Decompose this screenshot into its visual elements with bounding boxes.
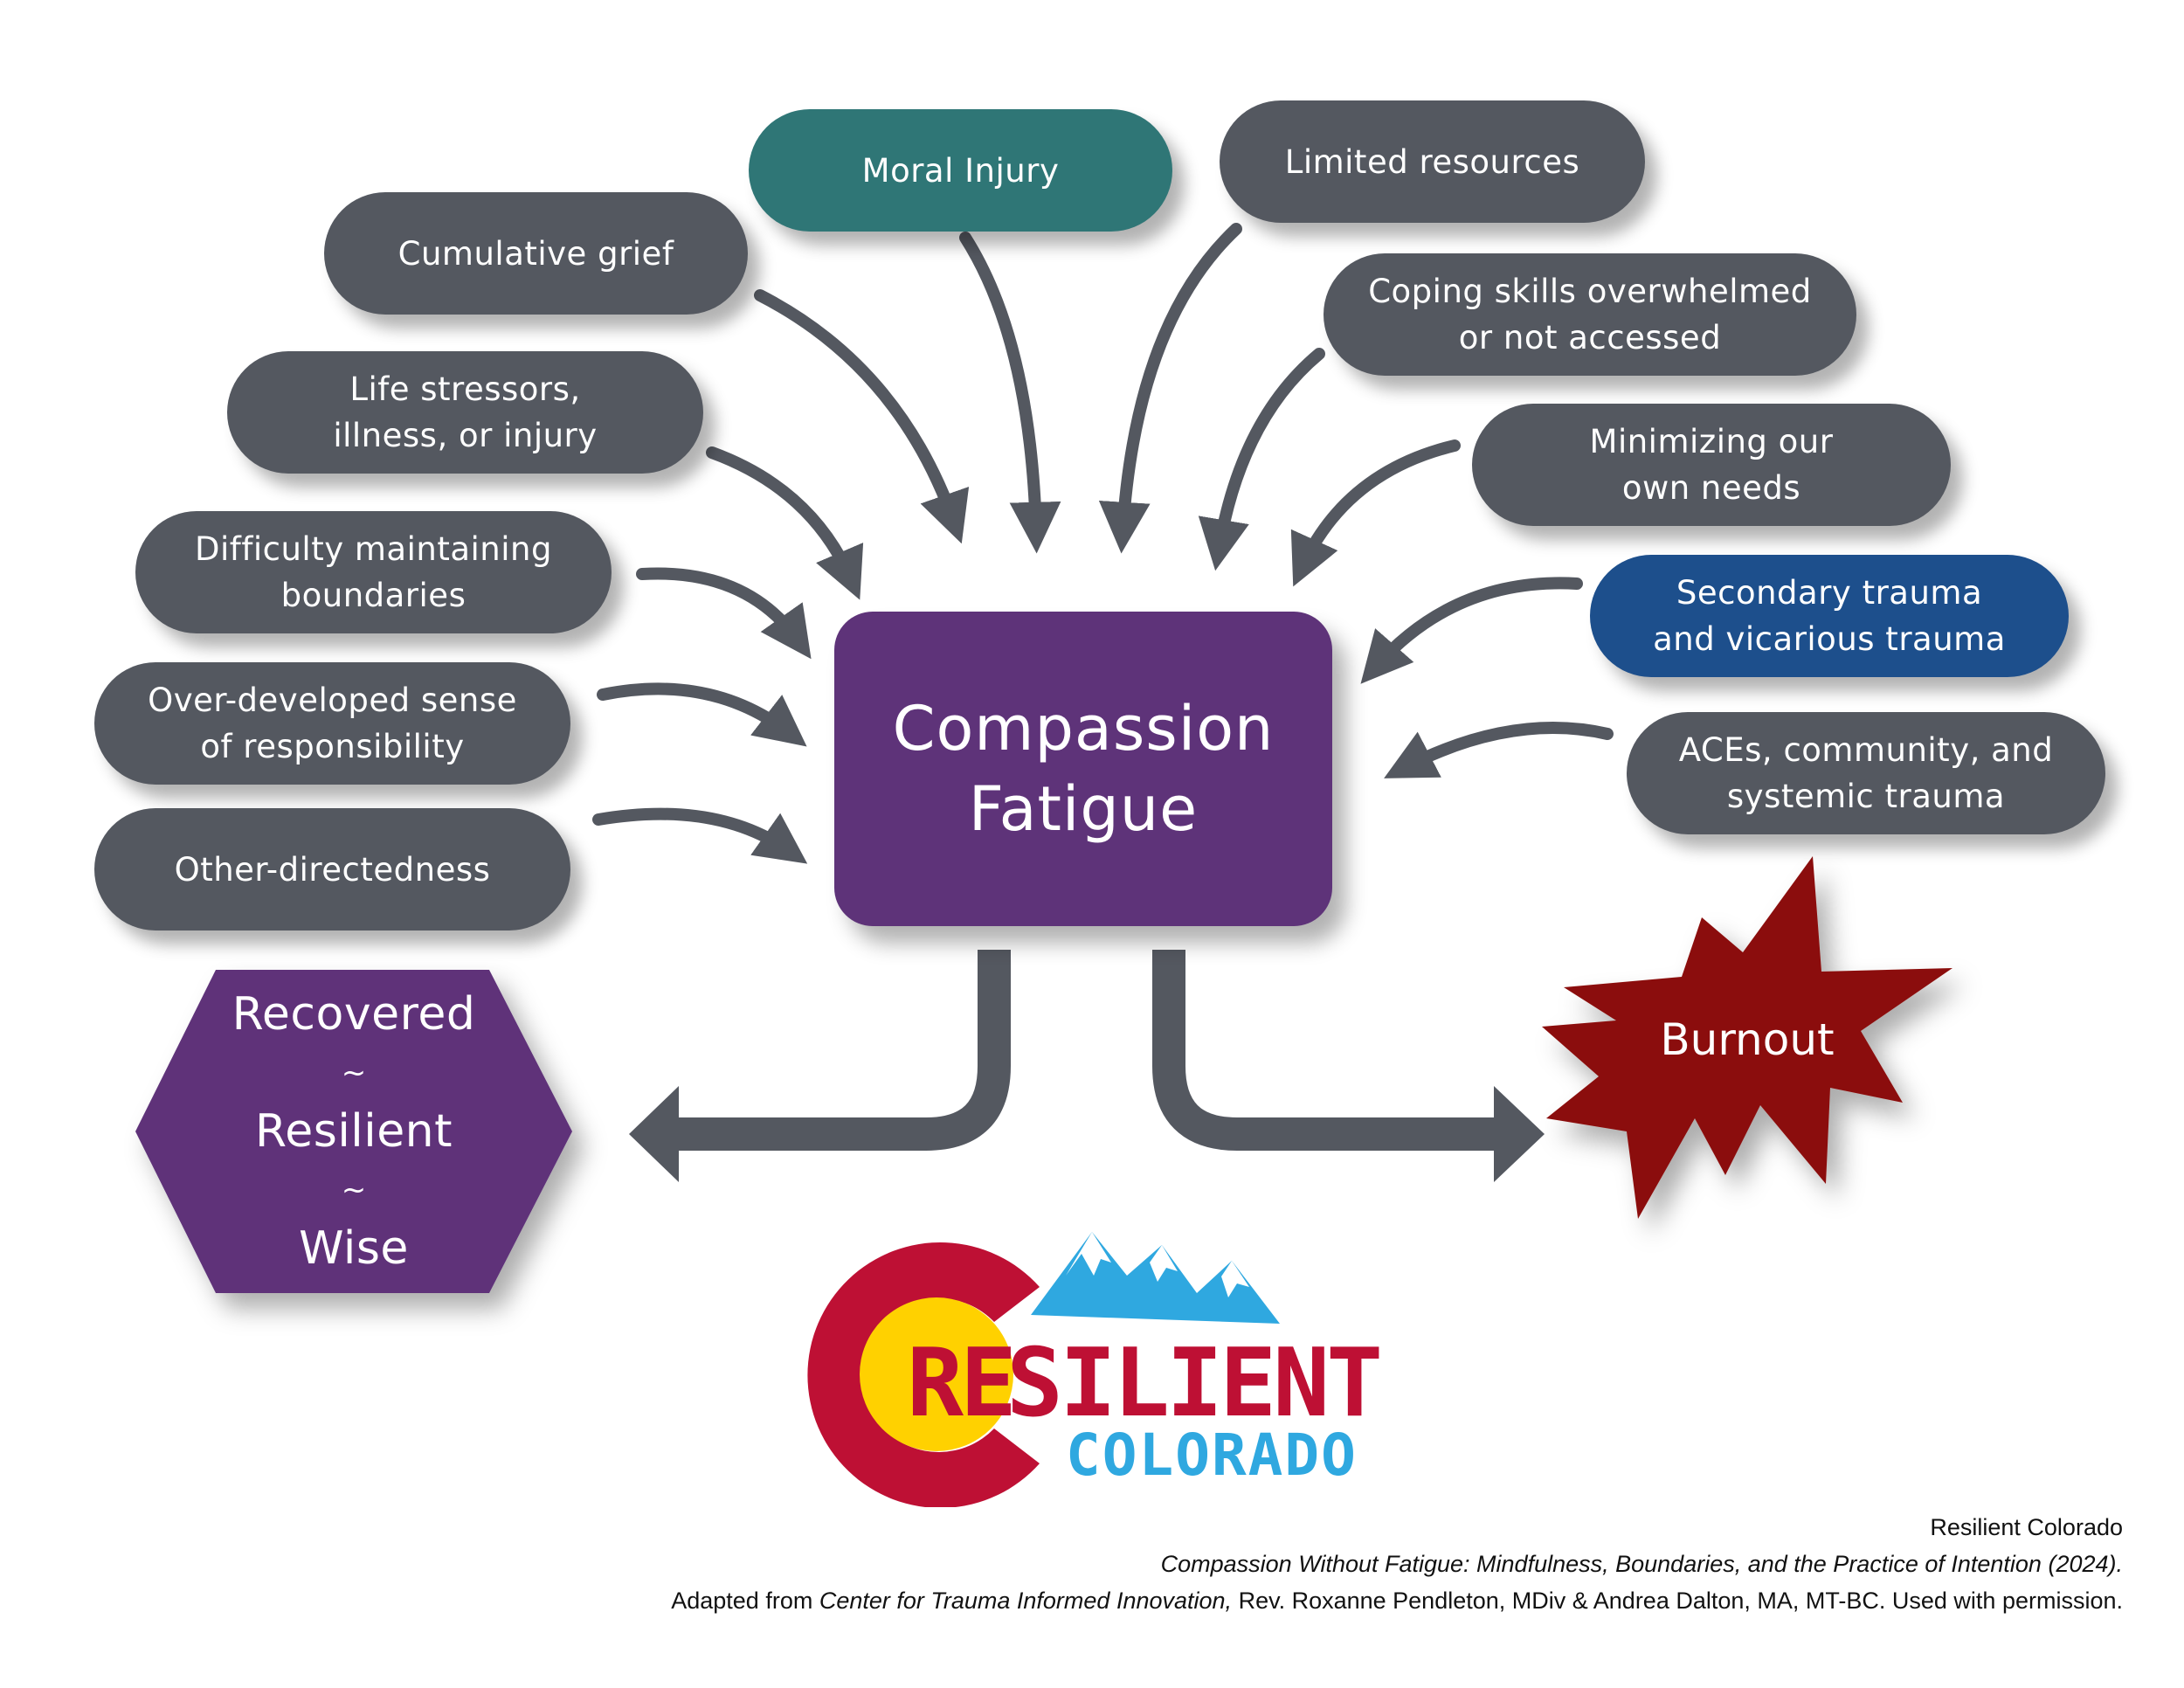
- logo-yellow-disc: [860, 1297, 1013, 1451]
- arrow-life-stressors: [706, 446, 864, 600]
- citation-prefix: Adapted from: [671, 1588, 819, 1614]
- logo-re: RE: [907, 1329, 1017, 1438]
- burnout-label: Burnout: [1660, 1014, 1835, 1065]
- resilient-text: Resilient: [254, 1105, 453, 1158]
- arrow-coping-skills: [1198, 348, 1325, 571]
- arrow-moral-injury: [959, 232, 1061, 554]
- tilde-separator-2: ~: [341, 1173, 367, 1207]
- arrowhead-left-icon: [629, 1086, 679, 1182]
- cause-difficulty-boundaries: Difficulty maintaining boundaries: [135, 511, 612, 633]
- logo-colorado: COLORADO: [1066, 1422, 1358, 1489]
- compassion-fatigue-box: Compassion Fatigue: [834, 612, 1332, 926]
- citation-line-1: Resilient Colorado: [1930, 1514, 2123, 1540]
- arrowhead-right-icon: [1494, 1086, 1545, 1182]
- arrow-other-directedness: [592, 807, 808, 864]
- cause-secondary-trauma: Secondary trauma and vicarious trauma: [1590, 555, 2069, 677]
- arrow-boundaries: [636, 567, 812, 660]
- citation-line-2: Compassion Without Fatigue: Mindfulness,…: [1160, 1551, 2123, 1577]
- citation-source: Center for Trauma Informed Innovation,: [819, 1588, 1233, 1614]
- cause-limited-resources: Limited resources: [1220, 100, 1645, 223]
- recovered-label: Recovered ~ Resilient ~ Wise: [135, 970, 572, 1293]
- center-title-line1: Compassion: [892, 693, 1275, 764]
- logo-graphic: [807, 1232, 1280, 1507]
- arrow-secondary-trauma: [1360, 577, 1583, 684]
- citation-line-3: Adapted from Center for Trauma Informed …: [376, 1582, 2123, 1619]
- wise-text: Wise: [299, 1222, 409, 1275]
- recovered-text: Recovered: [232, 988, 476, 1041]
- outcome-arrows: [677, 950, 1494, 1151]
- cause-minimizing-needs: Minimizing our own needs: [1472, 404, 1951, 526]
- arrow-aces: [1384, 722, 1614, 778]
- arrow-to-burnout: [1152, 950, 1494, 1151]
- citation-suffix: Rev. Roxanne Pendleton, MDiv & Andrea Da…: [1232, 1588, 2123, 1614]
- cause-life-stressors: Life stressors, illness, or injury: [227, 351, 703, 474]
- cause-aces-trauma: ACEs, community, and systemic trauma: [1627, 712, 2105, 834]
- resilient-colorado-logo: RE SILIENT COLORADO: [804, 1228, 1383, 1507]
- cause-moral-injury: Moral Injury: [749, 109, 1172, 232]
- mountain-icon: [1031, 1232, 1280, 1324]
- arrow-minimizing-needs: [1290, 439, 1461, 587]
- arrow-limited-resources: [1098, 223, 1242, 554]
- starburst-icon: [1542, 856, 1952, 1219]
- logo-red-c: [807, 1242, 1040, 1507]
- cause-cumulative-grief: Cumulative grief: [324, 192, 748, 315]
- arrow-responsibility: [597, 682, 807, 747]
- arrow-to-recovered: [677, 950, 1011, 1151]
- cause-coping-skills: Coping skills overwhelmed or not accesse…: [1324, 253, 1856, 376]
- incoming-arrows: [592, 223, 1614, 864]
- recovered-hexagon: [135, 970, 572, 1293]
- logo-silient: SILIENT: [1006, 1329, 1383, 1438]
- citation-block: Resilient Colorado Compassion Without Fa…: [376, 1509, 2123, 1619]
- tilde-separator-1: ~: [341, 1055, 367, 1090]
- arrow-cumulative-grief: [754, 289, 970, 544]
- cause-other-directedness: Other-directedness: [94, 808, 570, 930]
- center-title-line2: Fatigue: [968, 773, 1199, 845]
- cause-over-developed-responsibility: Over-developed sense of responsibility: [94, 662, 570, 785]
